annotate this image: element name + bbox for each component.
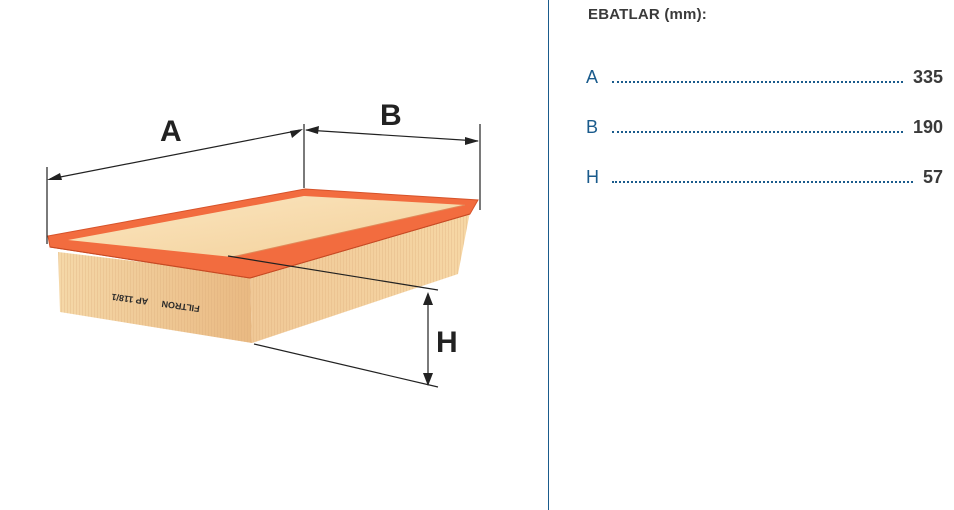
dimensions-title: EBATLAR (mm):	[588, 6, 707, 23]
dimension-a-label: A	[160, 115, 182, 148]
spec-value-b: 190	[912, 117, 943, 137]
spec-row-a: A 335	[586, 64, 943, 88]
dotted-leader	[612, 129, 903, 133]
dimension-h-label: H	[436, 326, 458, 359]
dimension-b-label: B	[380, 99, 402, 132]
spec-label-b: B	[586, 117, 599, 137]
spec-row-b: B 190	[586, 114, 943, 138]
dimension-a-line	[49, 129, 302, 180]
air-filter-illustration: FILTRON AP 118/1 A B H	[46, 99, 481, 388]
dimensions-panel: EBATLAR (mm): A 335 B 190 H 57	[586, 0, 944, 510]
spec-label-h: H	[586, 167, 599, 187]
spec-value-a: 335	[912, 67, 943, 87]
spec-value-h: 57	[922, 167, 943, 187]
spec-label-a: A	[586, 67, 599, 87]
dotted-leader	[612, 79, 903, 83]
vertical-divider	[548, 0, 549, 510]
filter-diagram: FILTRON AP 118/1 A B H	[46, 99, 481, 388]
spec-row-h: H 57	[586, 164, 943, 188]
dimension-b-line	[305, 129, 479, 142]
dotted-leader	[612, 179, 913, 183]
